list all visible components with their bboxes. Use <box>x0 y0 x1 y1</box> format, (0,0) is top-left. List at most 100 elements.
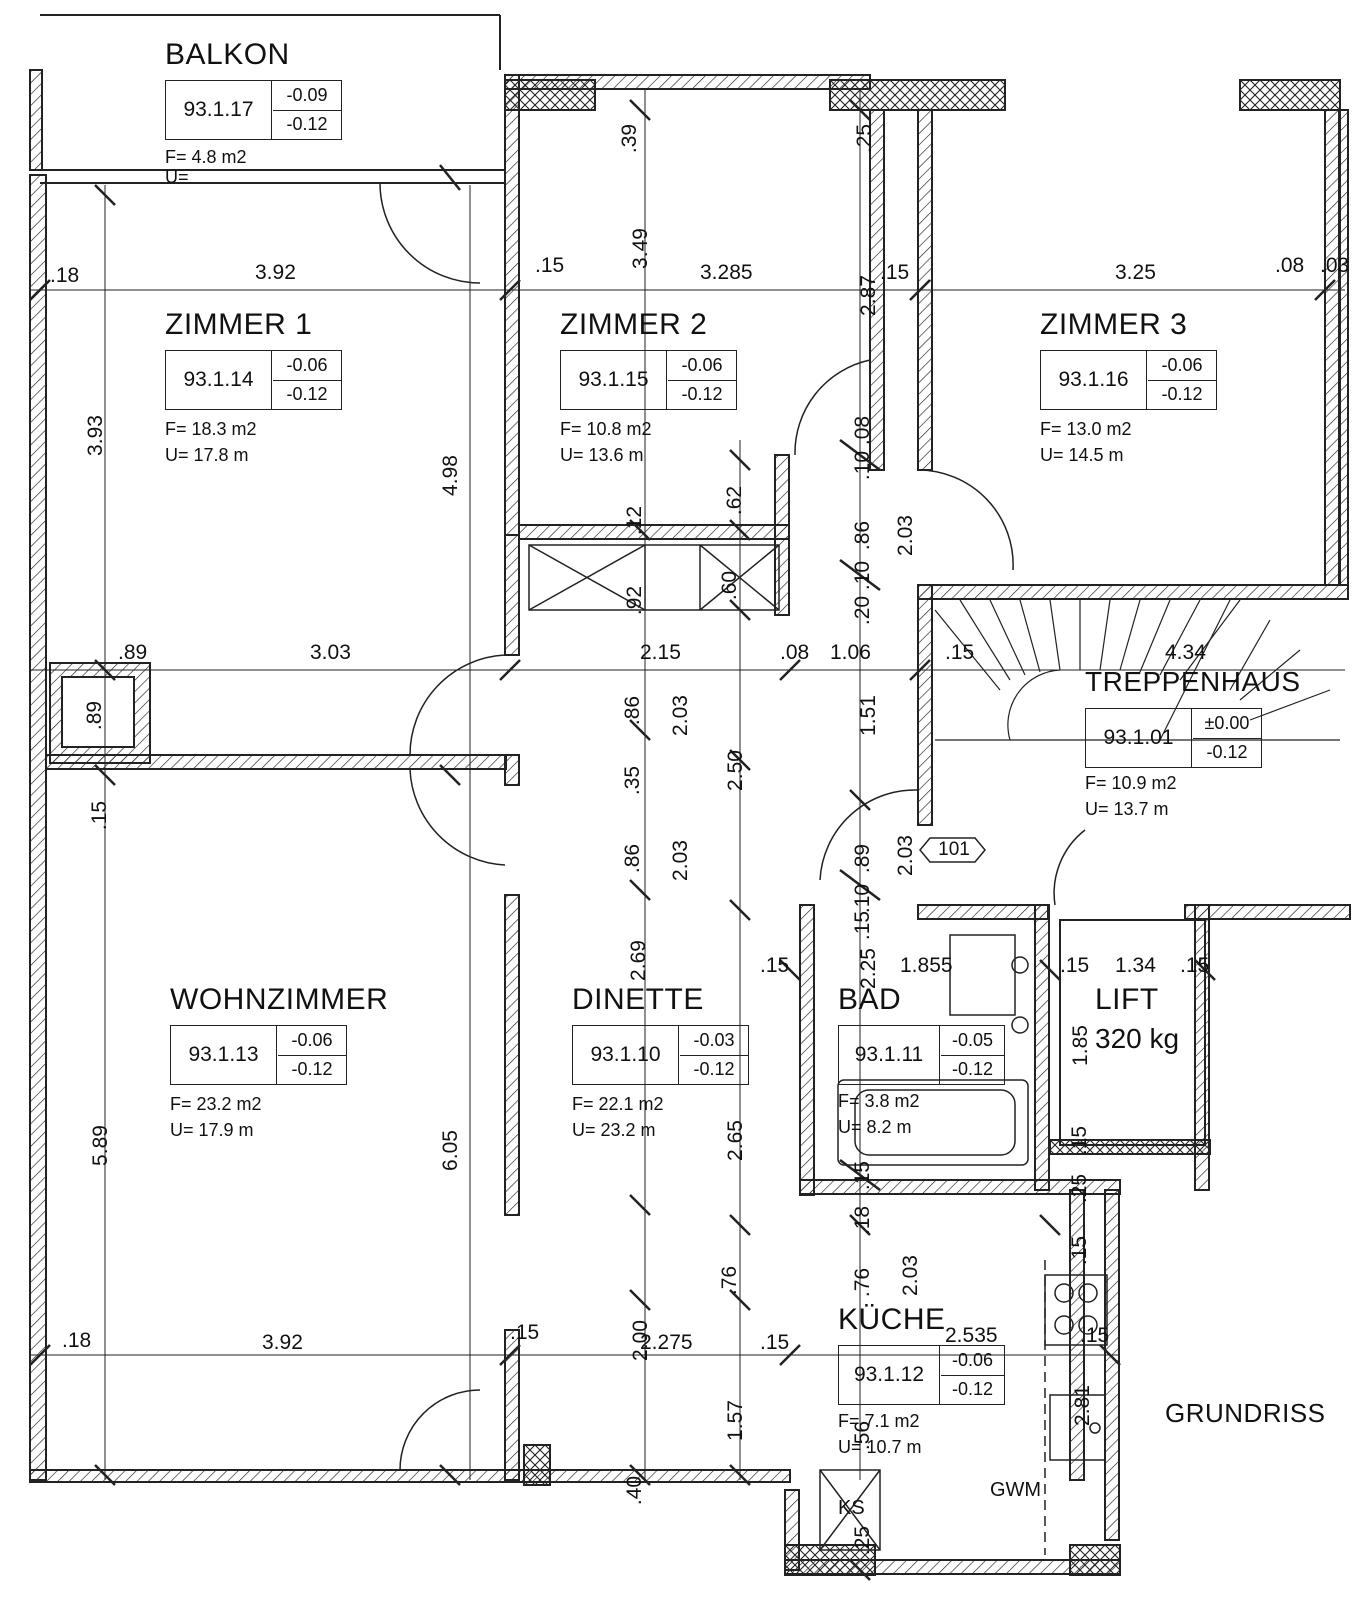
dim-label: .15 <box>510 1321 540 1344</box>
dim-label: 3.93 <box>83 415 107 456</box>
dim-label: .15 <box>945 641 975 664</box>
dim-label: 3.92 <box>255 261 296 284</box>
dim-label: .35 <box>621 765 645 796</box>
area-zimmer-1: F= 18.3 m2 <box>165 419 257 439</box>
level-top: -0.06 <box>1148 351 1216 381</box>
dim-label: 1.51 <box>856 695 880 736</box>
room-code-box-bad: 93.1.11 -0.05 -0.12 <box>838 1025 1005 1085</box>
dim-label: 2.03 <box>893 835 917 876</box>
area-kueche: F= 7.1 m2 <box>838 1411 920 1431</box>
room-name-balkon: BALKON <box>165 38 290 71</box>
chimney-dim: .89 <box>83 700 107 731</box>
dim-label: .86 <box>621 695 645 726</box>
room-code: 93.1.10 <box>573 1026 679 1084</box>
dim-label: .76 <box>718 1265 742 1296</box>
level-bottom: -0.12 <box>1161 384 1203 404</box>
level-bottom: -0.12 <box>693 1059 735 1079</box>
room-code: 93.1.17 <box>166 81 272 139</box>
level-bottom: -0.12 <box>951 1379 994 1399</box>
dim-label: 1.85 <box>1068 1025 1092 1066</box>
perimeter-zimmer-1: U= 17.8 m <box>165 445 249 465</box>
dim-label: 4.34 <box>1165 641 1206 664</box>
level-bottom: -0.12 <box>681 384 723 404</box>
lift-capacity: 320 kg <box>1095 1023 1180 1054</box>
dim-label: .62 <box>723 485 747 516</box>
lift-shaft <box>1059 919 1206 1146</box>
perimeter-dinette: U= 23.2 m <box>572 1120 656 1140</box>
dim-label: 1.34 <box>1115 954 1156 977</box>
room-code: 93.1.14 <box>166 351 272 409</box>
perimeter-balkon: U= <box>165 167 189 187</box>
dim-label: 2.15 <box>640 641 681 664</box>
level-bottom: -0.12 <box>286 384 328 404</box>
level-bottom: -0.12 <box>1206 742 1248 762</box>
dim-label: 1.57 <box>723 1400 747 1441</box>
ks-label: KS <box>838 1497 865 1519</box>
dim-label: .25 <box>851 1525 875 1556</box>
door-number-badge: 101 <box>938 839 970 860</box>
room-name-lift: LIFT <box>1095 983 1159 1016</box>
room-name-zimmer-1: ZIMMER 1 <box>165 308 313 341</box>
dim-label: .40 <box>623 1475 647 1506</box>
dim-label: .15 <box>535 254 565 277</box>
level-top: -0.06 <box>668 351 736 381</box>
level-top: -0.06 <box>273 351 341 381</box>
tick-marks <box>29 99 1336 1581</box>
room-code: 93.1.11 <box>839 1026 940 1084</box>
room-code-box-zimmer-1: 93.1.14 -0.06 -0.12 <box>165 350 342 410</box>
room-name-wohnzimmer: WOHNZIMMER <box>170 983 389 1016</box>
room-code: 93.1.16 <box>1041 351 1147 409</box>
dim-label: 1.855 <box>900 954 953 977</box>
dim-label: .18 <box>62 1329 92 1352</box>
perimeter-kueche: U= 10.7 m <box>838 1437 922 1457</box>
dim-label: 2.535 <box>945 1324 998 1347</box>
dim-label: .76 <box>851 1267 875 1298</box>
dim-label: .39 <box>618 123 642 154</box>
room-code-box-balkon: 93.1.17 -0.09 -0.12 <box>165 80 342 140</box>
room-code-box-dinette: 93.1.10 -0.03 -0.12 <box>572 1025 749 1085</box>
dim-label: .15 <box>1060 954 1090 977</box>
level-bottom: -0.12 <box>286 114 328 134</box>
dim-label: 2.69 <box>626 940 650 981</box>
dim-label: 2.03 <box>668 695 692 736</box>
dim-label: 2.65 <box>723 1120 747 1161</box>
dim-label: .15 <box>88 800 112 831</box>
dim-label: .08 <box>851 415 875 446</box>
dim-label: 3.03 <box>310 641 351 664</box>
dim-label: .15 <box>760 954 790 977</box>
dim-label: .18 <box>50 264 80 287</box>
dim-label: 3.49 <box>628 228 652 269</box>
perimeter-bad: U= 8.2 m <box>838 1117 912 1137</box>
room-name-zimmer-2: ZIMMER 2 <box>560 308 708 341</box>
dim-label: .08 <box>780 641 810 664</box>
perimeter-zimmer-2: U= 13.6 m <box>560 445 644 465</box>
dim-label: .15 <box>1068 1235 1092 1266</box>
room-name-bad: BAD <box>838 983 902 1016</box>
perimeter-treppenhaus: U= 13.7 m <box>1085 799 1169 819</box>
dim-label: 3.92 <box>262 1331 303 1354</box>
grid-lines <box>30 90 1345 1480</box>
level-top: ±0.00 <box>1193 709 1261 739</box>
area-zimmer-3: F= 13.0 m2 <box>1040 419 1132 439</box>
walls <box>29 69 1351 1575</box>
dim-label: 2.25 <box>856 948 880 989</box>
dim-label: .92 <box>623 585 647 616</box>
dim-label: .15 <box>851 1160 875 1191</box>
room-name-kueche: KÜCHE <box>838 1303 946 1336</box>
dim-label: 2.50 <box>723 750 747 791</box>
room-code: 93.1.01 <box>1086 709 1192 767</box>
perimeter-wohnzimmer: U= 17.9 m <box>170 1120 254 1140</box>
structural-columns <box>504 79 1341 1576</box>
dim-label: .10 <box>851 883 875 914</box>
dim-label: 1.06 <box>830 641 871 664</box>
chimney <box>49 662 151 764</box>
dim-label: 2.03 <box>898 1255 922 1296</box>
room-code: 93.1.13 <box>171 1026 277 1084</box>
level-top: -0.09 <box>273 81 341 111</box>
dim-label: 2.03 <box>893 515 917 556</box>
balcony-frame <box>40 14 505 184</box>
area-balkon: F= 4.8 m2 <box>165 147 247 167</box>
gwm-label: GWM <box>990 1479 1042 1501</box>
dim-label: 2.03 <box>668 840 692 881</box>
dim-label: .15 <box>1068 1125 1092 1156</box>
